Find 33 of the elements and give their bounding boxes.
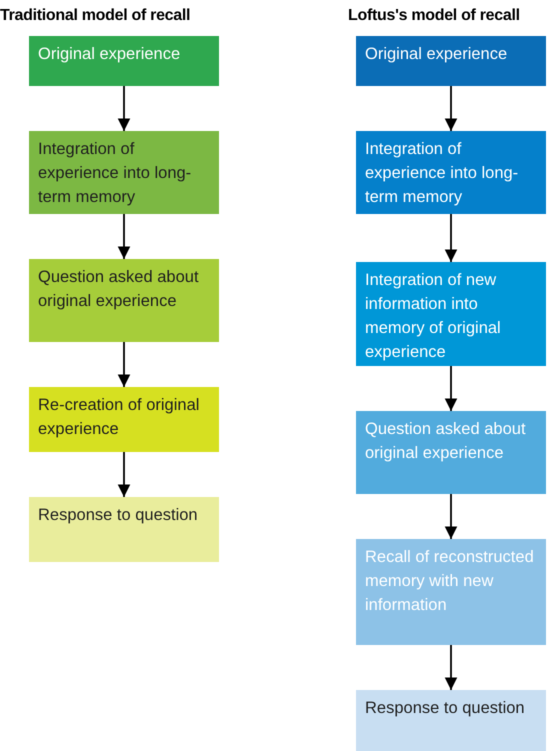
arrow: [444, 494, 458, 539]
process-box: [29, 497, 219, 562]
process-box: [29, 131, 219, 214]
box-text: Question asked about original experience: [38, 267, 200, 312]
box-text: Response to question: [365, 698, 526, 719]
box-text: Integration of new information into memory of original experience: [365, 270, 502, 363]
arrow: [444, 86, 458, 131]
box-text: Question asked about original experience: [365, 419, 527, 464]
process-box: [29, 36, 219, 86]
process-box: [356, 690, 546, 751]
arrow: [444, 645, 458, 690]
arrow: [118, 86, 130, 131]
box-text: Integration of experience into long-term memory: [365, 139, 520, 208]
process-box: [356, 411, 546, 494]
box-text: Original experience: [38, 44, 182, 65]
arrow: [444, 214, 458, 262]
arrow: [444, 366, 458, 411]
column-heading: Traditional model of recall: [0, 6, 190, 26]
box-text: Re-creation of original experience: [38, 395, 200, 440]
process-box: [356, 262, 546, 366]
process-box: [356, 539, 546, 645]
box-text: Response to question: [38, 505, 199, 526]
process-box: [356, 131, 546, 214]
box-text: Recall of reconstructed memory with new information: [365, 547, 535, 616]
arrow: [118, 214, 130, 259]
process-box: [29, 387, 219, 452]
box-text: Original experience: [365, 44, 508, 65]
process-box: [29, 259, 219, 342]
arrow: [118, 452, 130, 497]
column-heading: Loftus's model of recall: [348, 6, 520, 26]
arrow: [118, 342, 130, 387]
process-box: [356, 36, 546, 86]
box-text: Integration of experience into long-term memory: [38, 139, 192, 208]
